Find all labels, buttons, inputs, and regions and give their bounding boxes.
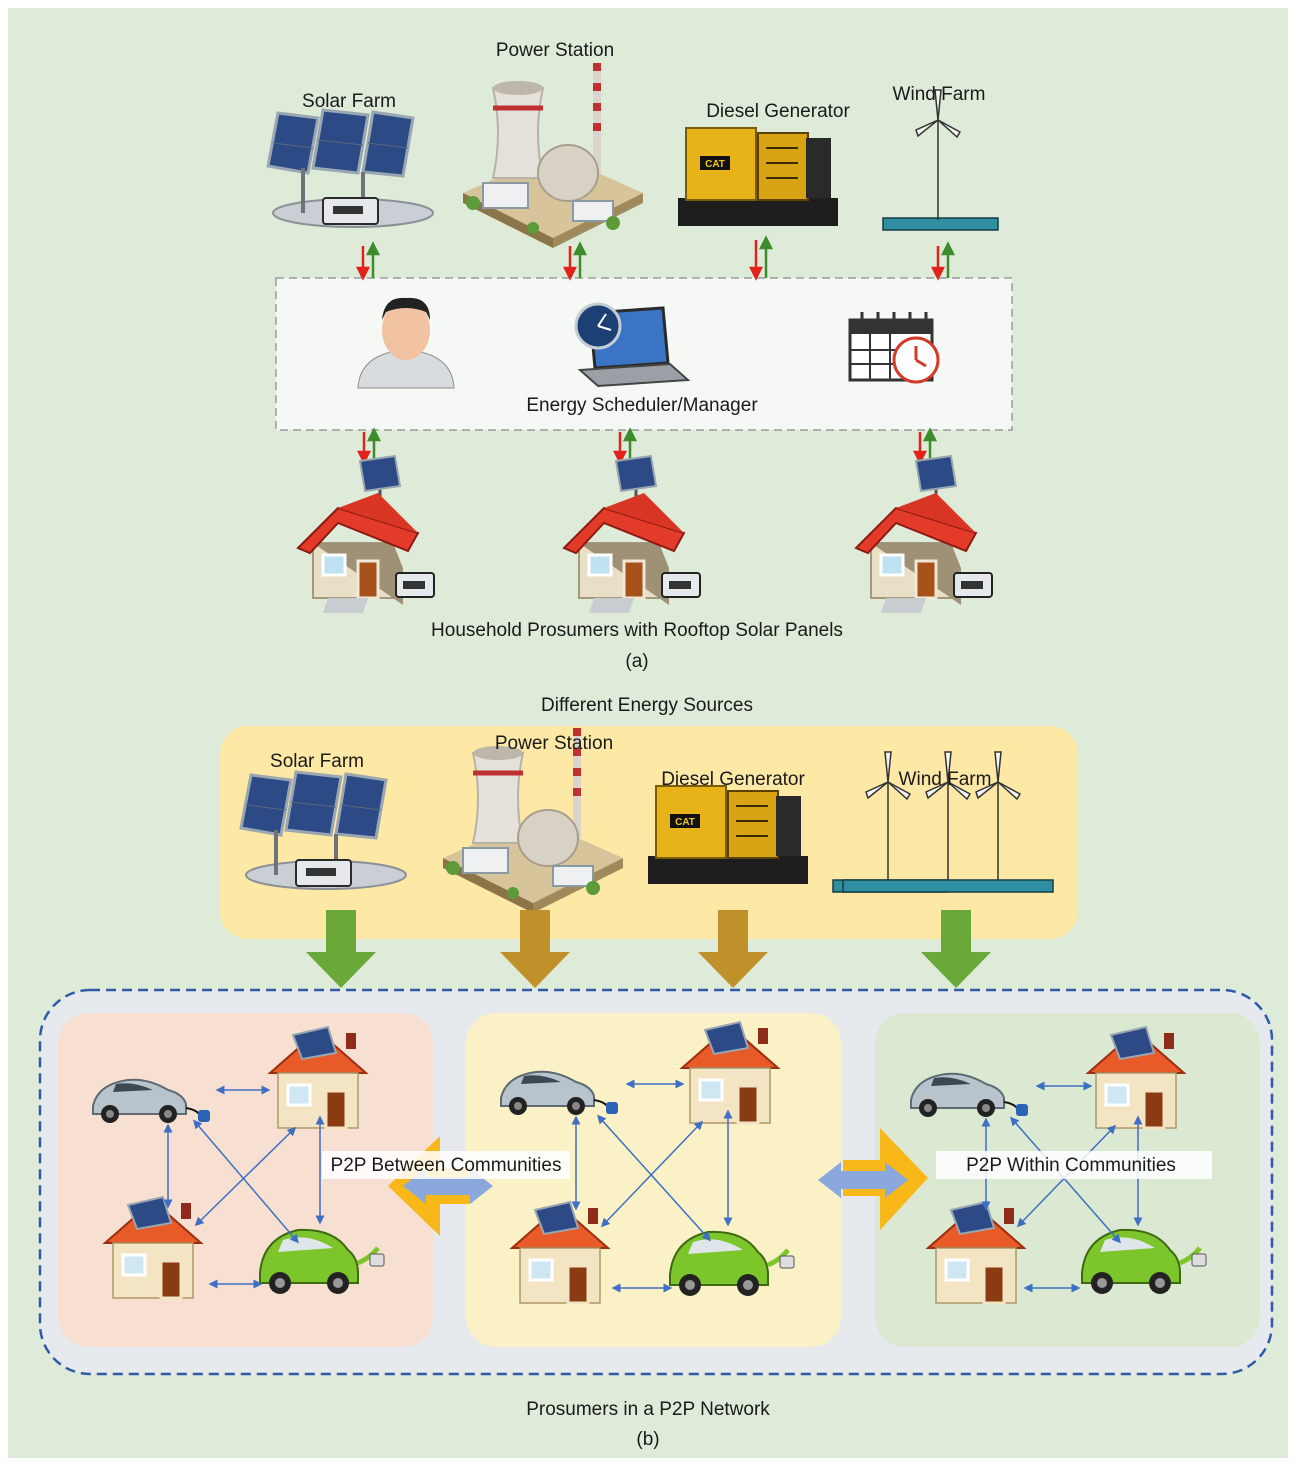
sources-heading: Different Energy Sources (541, 695, 753, 716)
between-communities-label: P2P Between Communities (330, 1155, 562, 1176)
caption-b: (b) (636, 1429, 660, 1450)
a-power-station-icon (463, 63, 643, 248)
between-arrow-right (818, 1128, 928, 1230)
within-communities-label: P2P Within Communities (966, 1155, 1176, 1176)
a-diesel-generator-icon (677, 127, 839, 227)
diagram-graphics: CAT (38, 8, 1274, 1376)
b-diesel-generator-icon (647, 785, 809, 885)
b-power-station-label: Power Station (494, 733, 614, 754)
b-wind-base (842, 879, 1054, 893)
community-right (875, 1013, 1260, 1347)
calendar-clock-icon (848, 312, 940, 384)
power-down-arrow (500, 910, 570, 988)
network-label: Prosumers in a P2P Network (526, 1399, 770, 1420)
a-top-flow-arrows (355, 235, 956, 281)
scheduler-label: Energy Scheduler/Manager (526, 395, 758, 416)
a-house-2-icon (562, 491, 702, 615)
households-label: Household Prosumers with Rooftop Solar P… (431, 620, 843, 641)
a-wind-farm-icon (882, 89, 999, 231)
a-solar-farm-icon (266, 108, 435, 229)
a-house-3-icon (854, 491, 994, 615)
a-wind-farm-label: Wind Farm (892, 84, 986, 105)
a-house-1-icon (296, 491, 436, 615)
solar-down-arrow (306, 910, 376, 988)
user-icon (357, 297, 455, 389)
a-solar-farm-label: Solar Farm (302, 91, 396, 112)
community-links (163, 1079, 1143, 1293)
between-arrow-left (388, 1136, 493, 1236)
b-solar-farm-label: Solar Farm (270, 751, 364, 772)
a-diesel-generator-label: Diesel Generator (706, 101, 850, 122)
caption-a: (a) (625, 651, 649, 672)
b-diesel-generator-label: Diesel Generator (661, 769, 805, 790)
between-label-bg (322, 1151, 570, 1179)
a-power-station-label: Power Station (495, 40, 615, 61)
within-label-bg (936, 1151, 1212, 1179)
laptop-clock-icon (574, 302, 691, 388)
diesel-down-arrow (698, 910, 768, 988)
b-wind-farm-label: Wind Farm (898, 769, 992, 790)
wind-down-arrow (921, 910, 991, 988)
diagram-canvas: CAT (8, 8, 1288, 1458)
